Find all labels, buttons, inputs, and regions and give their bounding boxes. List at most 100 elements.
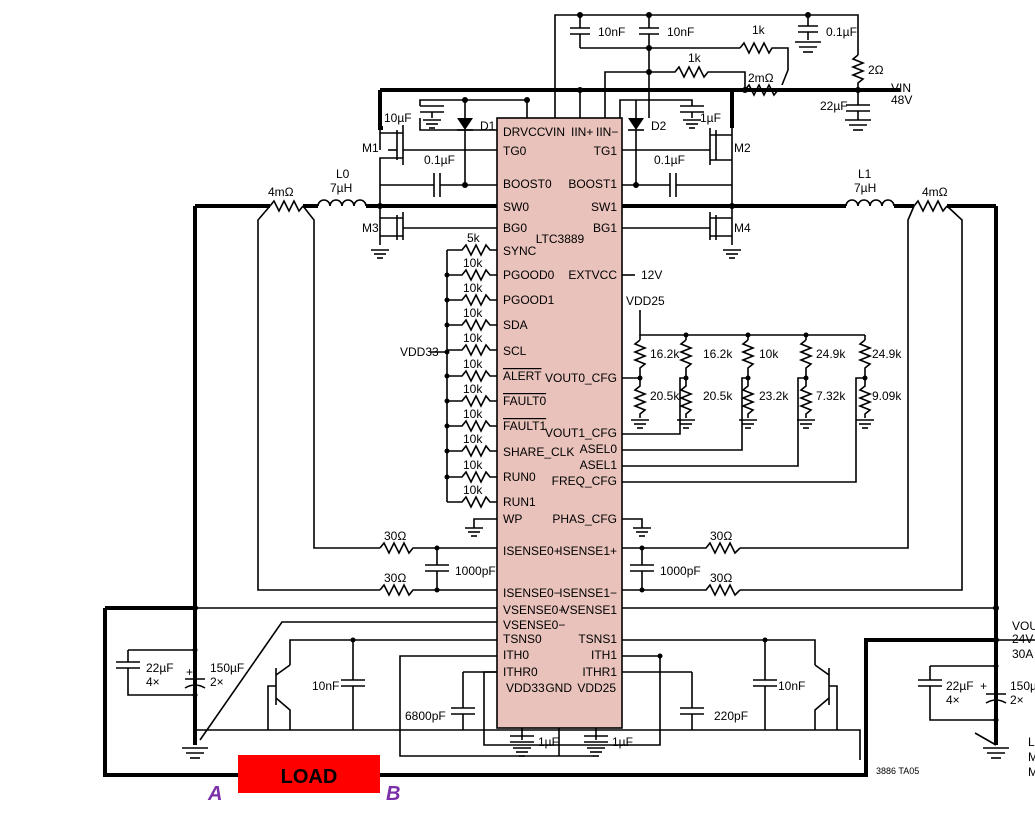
- pin-drvcc: DRVCC: [503, 125, 546, 139]
- label-c-bulk0-n: 2×: [210, 675, 224, 689]
- label-r-pull-3: 10k: [463, 306, 483, 320]
- pin-tg1: TG1: [594, 144, 618, 158]
- pin-freq-cfg: FREQ_CFG: [552, 474, 617, 488]
- label-r-cfg-2: 16.2k: [703, 347, 733, 361]
- ic-right-pins: VIN IIN+ IIN− TG1 BOOST1 SW1 BG1 EXTVCC …: [545, 125, 618, 695]
- node-a-label: A: [207, 783, 222, 805]
- pin-phas-cfg: PHAS_CFG: [552, 512, 617, 526]
- pin-isense0p: ISENSE0+: [503, 544, 561, 558]
- pin-vsense0p: VSENSE0+: [503, 603, 565, 617]
- label-r-cfg-low-1: 20.5k: [650, 389, 680, 403]
- pin-ithr0: ITHR0: [503, 665, 538, 679]
- input-network: [380, 12, 900, 131]
- pin-fault1: FAULT1: [503, 419, 546, 433]
- label-r-cfg-3: 10k: [759, 347, 779, 361]
- label-c-out0-n: 4×: [146, 675, 160, 689]
- pin-isense1p: ISENSE1+: [559, 544, 617, 558]
- pin-sw0: SW0: [503, 200, 529, 214]
- pin-tsns1: TSNS1: [578, 632, 617, 646]
- pin-sync: SYNC: [503, 244, 537, 258]
- label-c-vin: 22µF: [820, 99, 848, 113]
- label-c-bulk1: 150µ: [1010, 679, 1035, 693]
- label-c-boost1: 0.1µF: [654, 153, 685, 167]
- pin-iinn: IIN−: [596, 125, 618, 139]
- label-r-30-2: 30Ω: [384, 571, 406, 585]
- pin-scl: SCL: [503, 344, 527, 358]
- label-vout-v: 24V: [1012, 632, 1033, 646]
- pin-isense0n: ISENSE0−: [503, 586, 561, 600]
- svg-text:+: +: [186, 665, 193, 679]
- label-m2: M2: [734, 141, 751, 155]
- label-c-tsns0: 10nF: [312, 679, 339, 693]
- label-trunc-3: M: [1028, 765, 1035, 779]
- label-r-pull-8: 10k: [463, 432, 483, 446]
- temp-comp-network: [195, 637, 861, 760]
- ic-name: LTC3889: [536, 232, 585, 246]
- label-c-top2: 10nF: [667, 25, 694, 39]
- label-c-out1-n: 4×: [946, 693, 960, 707]
- label-c-bulk1-n: 2×: [1010, 693, 1024, 707]
- pin-alert: ALERT: [503, 369, 542, 383]
- power-stage-left: [195, 90, 530, 591]
- pin-vsense1: VSENSE1: [562, 603, 618, 617]
- pin-pgood1: PGOOD1: [503, 293, 555, 307]
- label-r-sense-in: 2mΩ: [748, 71, 774, 85]
- label-m1: M1: [362, 141, 379, 155]
- pin-run0: RUN0: [503, 470, 536, 484]
- label-diode2: D2: [651, 119, 667, 133]
- svg-text:+: +: [980, 679, 987, 693]
- label-r-cfg-5: 24.9k: [872, 347, 902, 361]
- label-r-pull-10: 10k: [463, 483, 483, 497]
- label-r-pull-5: 10k: [463, 357, 483, 371]
- label-c-drv: 10µF: [384, 111, 412, 125]
- pin-bg0: BG0: [503, 221, 527, 235]
- sense-filters: [379, 541, 741, 597]
- label-c-out0: 22µF: [146, 661, 174, 675]
- label-c-out1: 22µF: [946, 679, 974, 693]
- pin-asel1: ASEL1: [580, 458, 618, 472]
- pullup-network: [430, 243, 497, 537]
- pin-boost1: BOOST1: [568, 177, 617, 191]
- pin-ith0: ITH0: [503, 648, 529, 662]
- label-c-bulk0: 150µF: [210, 661, 244, 675]
- label-m3: M3: [362, 221, 379, 235]
- label-r-sync: 5k: [467, 231, 481, 245]
- label-r-pull-1: 10k: [463, 256, 483, 270]
- pin-ith1: ITH1: [591, 648, 617, 662]
- label-diode1: D1: [480, 119, 496, 133]
- pin-wp: WP: [503, 512, 522, 526]
- label-r-cfg-low-4: 7.32k: [816, 389, 846, 403]
- label-c-1u-top: 1µF: [700, 111, 721, 125]
- label-extvcc: 12V: [641, 268, 662, 282]
- pin-gnd: GND: [545, 681, 572, 695]
- pin-vout1-cfg: VOUT1_CFG: [545, 426, 617, 440]
- pin-pgood0: PGOOD0: [503, 268, 555, 282]
- pin-sw1: SW1: [591, 200, 617, 214]
- label-code: 3886 TA05: [876, 766, 919, 776]
- label-c-1000p-left: 1000pF: [455, 564, 496, 578]
- pin-asel0: ASEL0: [580, 442, 618, 456]
- label-r-top1: 1k: [752, 23, 766, 37]
- label-c-1000p-right: 1000pF: [660, 564, 701, 578]
- pin-iinp: IIN+: [571, 125, 593, 139]
- label-l0-val: 7µH: [330, 181, 352, 195]
- power-stage-right: [619, 88, 996, 591]
- label-vdd33: VDD33: [400, 345, 439, 359]
- label-vin-val: 48V: [891, 93, 912, 107]
- ic-body: [496, 117, 623, 729]
- label-r-cfg-low-5: 9.09k: [872, 389, 902, 403]
- label-trunc-1: L: [1028, 735, 1035, 749]
- load-box: [238, 755, 380, 793]
- label-r-pull-6: 10k: [463, 382, 483, 396]
- pin-extvcc: EXTVCC: [568, 268, 617, 282]
- node-b-label: B: [386, 783, 400, 805]
- label-c-top3: 0.1µF: [826, 25, 857, 39]
- pin-fault0: FAULT0: [503, 394, 546, 408]
- pin-tsns0: TSNS0: [503, 632, 542, 646]
- label-c-1u-vdd33: 1µF: [538, 735, 559, 749]
- label-r-30-4: 30Ω: [710, 571, 732, 585]
- label-c-220p: 220pF: [714, 709, 748, 723]
- pin-run1: RUN1: [503, 495, 536, 509]
- label-r-30-1: 30Ω: [384, 529, 406, 543]
